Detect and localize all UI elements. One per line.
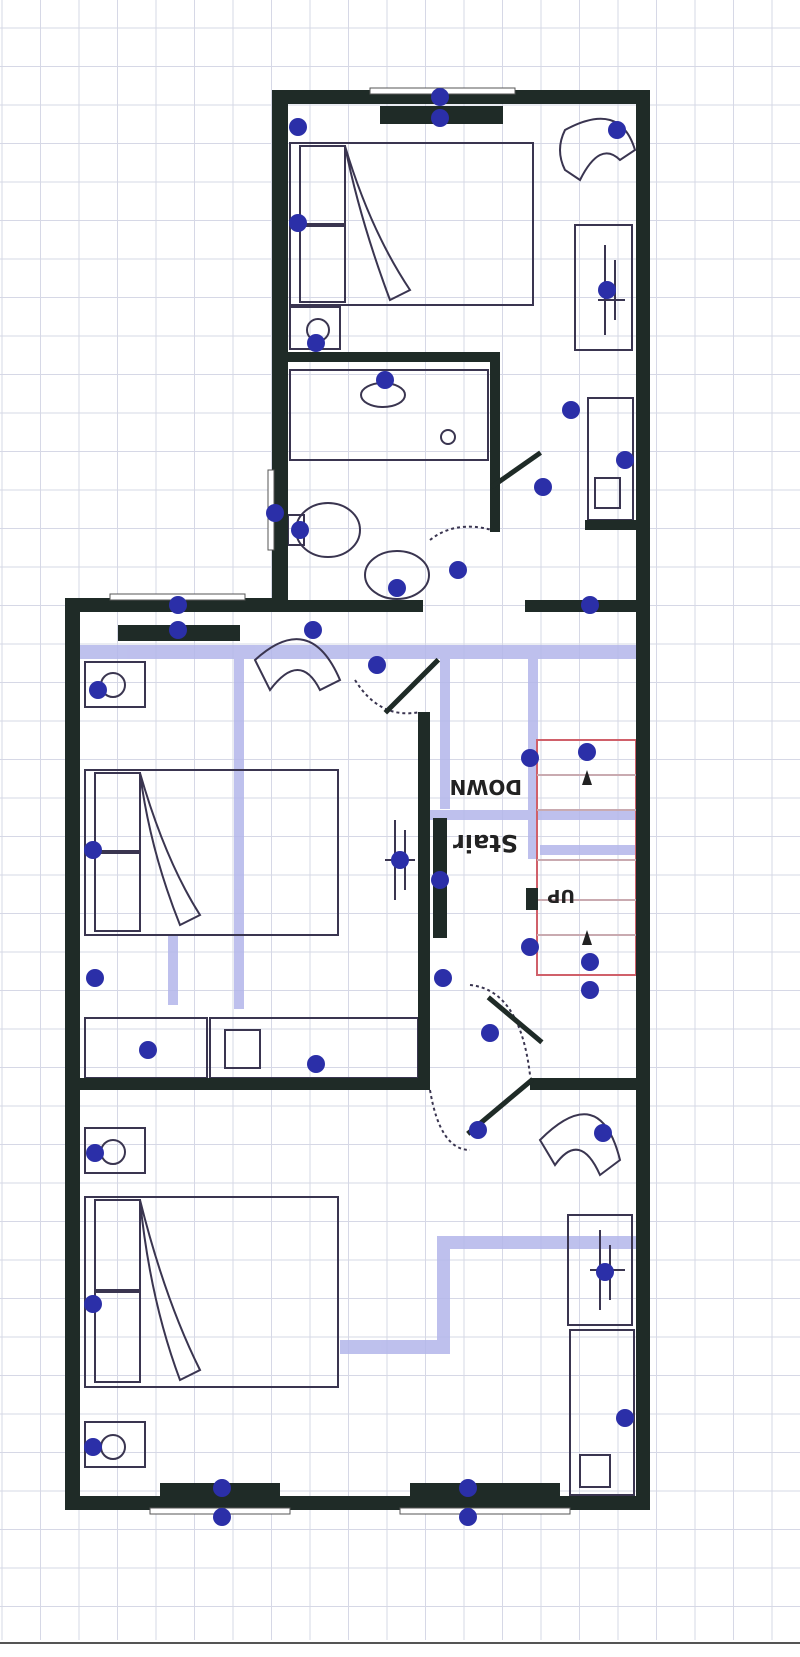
marker-dot — [481, 1024, 499, 1042]
furniture — [84, 117, 637, 1496]
marker-dot — [459, 1508, 477, 1526]
marker-dot — [578, 743, 596, 761]
marker-dot — [598, 281, 616, 299]
marker-dot — [169, 596, 187, 614]
bed-sheet-fold — [344, 145, 412, 302]
marker-dot — [307, 1055, 325, 1073]
bathtub — [289, 369, 489, 461]
marker-dot — [291, 521, 309, 539]
marker-dot — [534, 478, 552, 496]
chair — [538, 1113, 622, 1177]
marker-dot — [431, 871, 449, 889]
marker-dot — [213, 1479, 231, 1497]
nightstand — [84, 1127, 146, 1174]
chair — [253, 638, 342, 692]
marker-dot — [459, 1479, 477, 1497]
marker-dot — [139, 1041, 157, 1059]
marker-dot — [608, 121, 626, 139]
marker-dot — [86, 1144, 104, 1162]
down-label: DOWN — [450, 775, 522, 799]
marker-dot — [307, 334, 325, 352]
desk — [567, 1214, 633, 1326]
marker-dot — [431, 109, 449, 127]
arrow-down-icon — [582, 770, 592, 785]
stair-labels: DOWN Stair UP — [450, 770, 592, 945]
marker-dot — [521, 938, 539, 956]
marker-dot — [469, 1121, 487, 1139]
dresser — [569, 1329, 635, 1496]
marker-dot — [616, 1409, 634, 1427]
marker-dot — [596, 1263, 614, 1281]
marker-dot — [266, 504, 284, 522]
route-lines — [80, 645, 640, 1354]
marker-dot — [213, 1508, 231, 1526]
marker-dot — [304, 621, 322, 639]
marker-dot — [431, 88, 449, 106]
chair — [559, 117, 637, 182]
desk — [574, 224, 633, 351]
up-label: UP — [547, 885, 575, 906]
arrow-up-icon — [582, 930, 592, 945]
marker-dot — [289, 118, 307, 136]
marker-dot — [86, 969, 104, 987]
marker-dot — [388, 579, 406, 597]
pillow — [299, 145, 346, 225]
nightstand — [84, 661, 146, 708]
marker-dot — [581, 953, 599, 971]
marker-dot — [581, 596, 599, 614]
marker-dot — [368, 656, 386, 674]
marker-dot — [391, 851, 409, 869]
marker-dot — [84, 1295, 102, 1313]
walls — [65, 87, 650, 1515]
marker-dot — [89, 681, 107, 699]
marker-dot — [289, 214, 307, 232]
marker-dot — [434, 969, 452, 987]
marker-dot — [84, 1438, 102, 1456]
stairs-label: Stair — [453, 829, 518, 857]
sink — [364, 550, 430, 600]
marker-dot — [581, 981, 599, 999]
marker-dot — [376, 371, 394, 389]
pillow — [299, 225, 346, 303]
markers — [84, 88, 634, 1526]
bed-bottom — [84, 1196, 339, 1388]
marker-dot — [169, 621, 187, 639]
marker-dot — [521, 749, 539, 767]
marker-dot — [594, 1124, 612, 1142]
marker-dot — [562, 401, 580, 419]
marker-dot — [616, 451, 634, 469]
marker-dot — [449, 561, 467, 579]
marker-dot — [84, 841, 102, 859]
